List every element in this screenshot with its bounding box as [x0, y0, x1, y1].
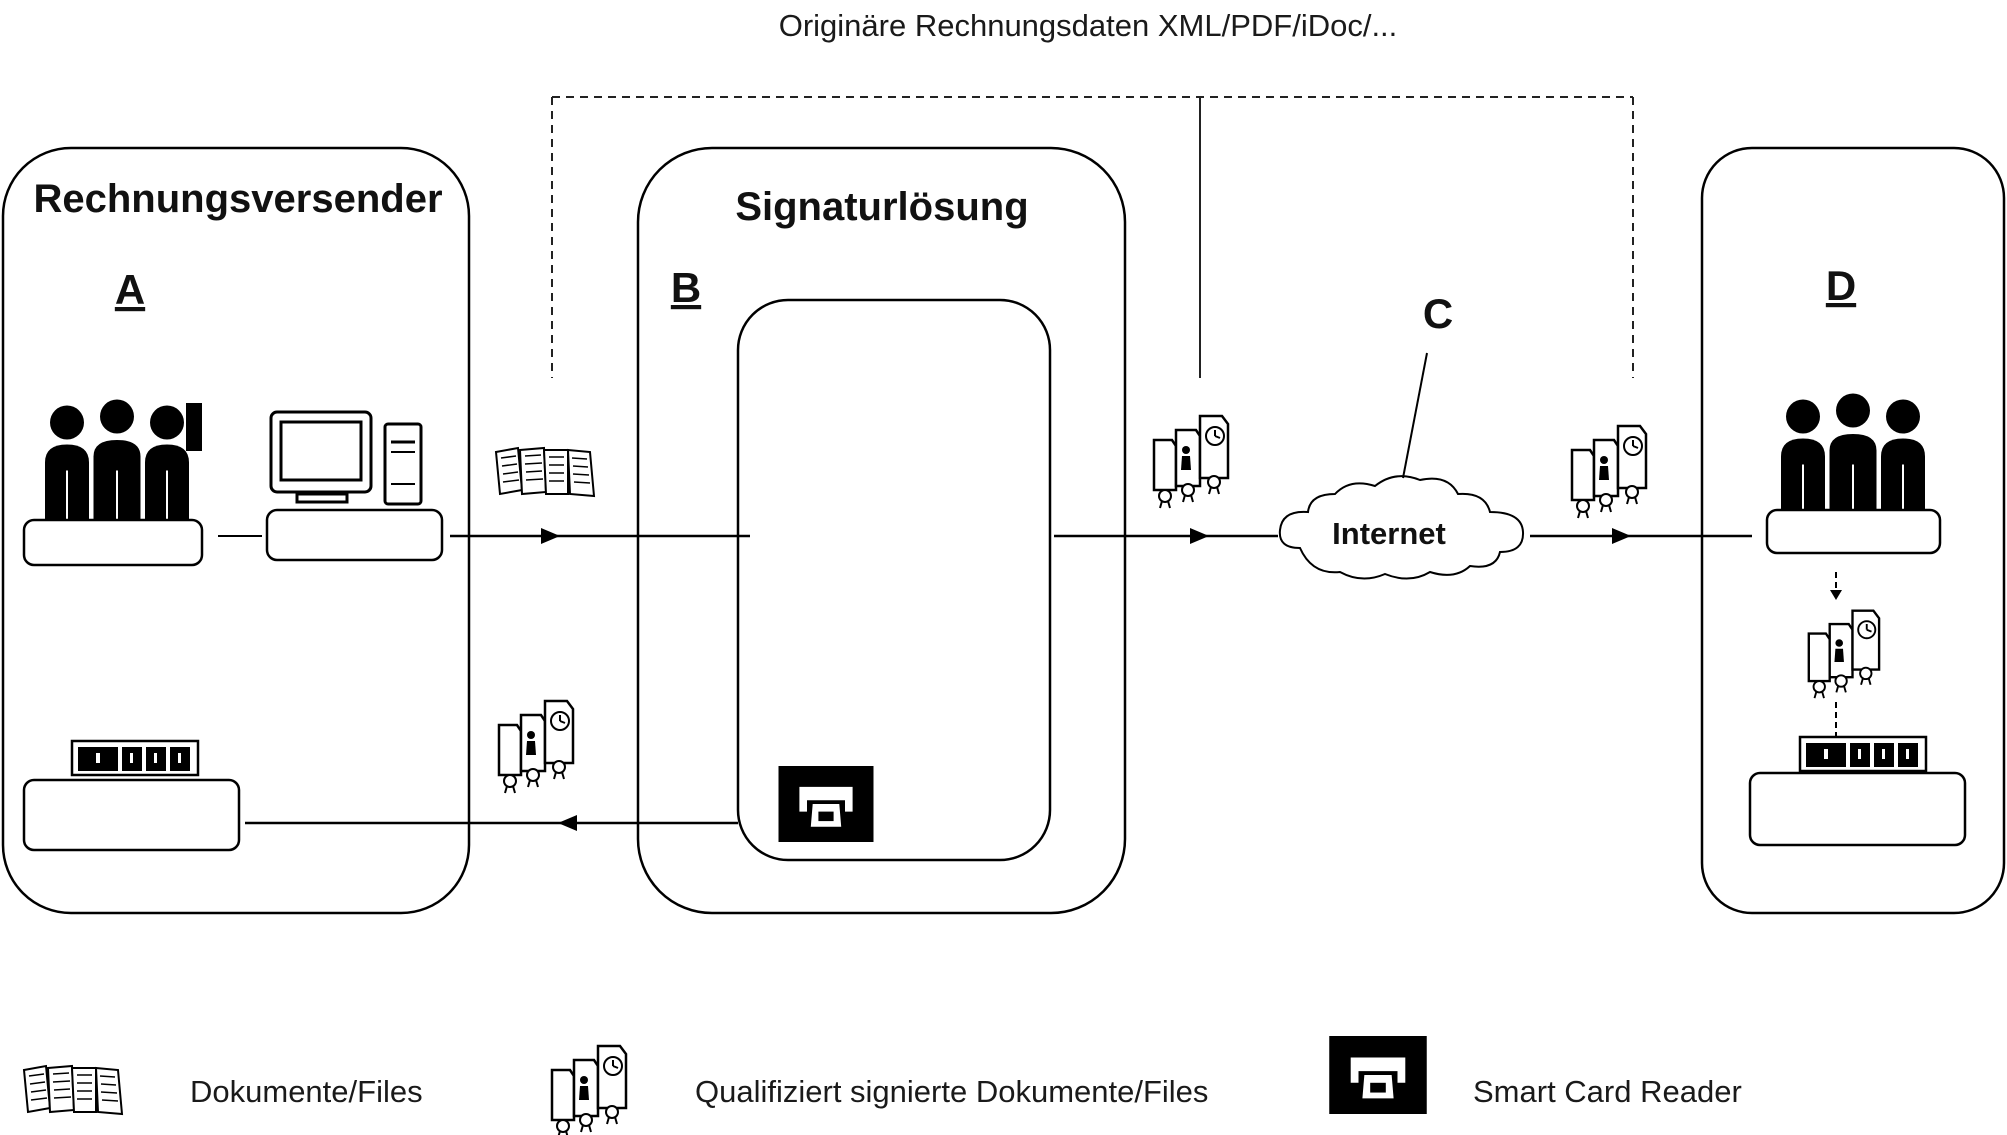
recipient-people-icon — [1781, 394, 1925, 515]
top-label: Originäre Rechnungsdaten XML/PDF/iDoc/..… — [779, 8, 1398, 43]
legend: Dokumente/Files Qualifiziert signierte D… — [24, 1036, 1742, 1135]
signed-documents-icon-2 — [1572, 426, 1646, 518]
recipient-archive-platform — [1750, 773, 1965, 845]
network-letter: C — [1423, 290, 1453, 337]
sender-letter: A — [115, 266, 145, 313]
sender-title: Rechnungsversender — [33, 177, 442, 221]
sender-people-platform — [24, 520, 202, 565]
file-archive-icon — [72, 741, 198, 775]
arrow-a-to-b-icon — [541, 528, 560, 544]
legend-documents-label: Dokumente/Files — [190, 1074, 423, 1109]
signature-title: Signaturlösung — [735, 185, 1028, 229]
computer-icon — [271, 412, 421, 504]
recipient-letter: D — [1826, 262, 1856, 309]
signature-letter: B — [671, 264, 701, 311]
c-pointer-line — [1403, 353, 1427, 478]
recipient-file-archive-icon — [1800, 737, 1926, 771]
returned-signed-documents-icon — [499, 701, 573, 793]
internet-label: Internet — [1332, 516, 1446, 551]
group-of-people-icon — [45, 400, 189, 521]
legend-signed-documents-icon — [552, 1046, 626, 1135]
legend-smart-card-reader-label: Smart Card Reader — [1473, 1074, 1742, 1109]
legend-signed-documents-label: Qualifiziert signierte Dokumente/Files — [695, 1074, 1208, 1109]
arrow-b-to-internet-icon — [1190, 528, 1209, 544]
legend-smart-card-reader-icon — [1329, 1036, 1427, 1114]
legend-documents-icon — [24, 1066, 122, 1114]
arrow-b-to-a-icon — [558, 815, 577, 831]
documents-icon — [496, 448, 594, 496]
arrow-internet-to-d-icon — [1612, 528, 1631, 544]
smart-card-reader-icon — [779, 766, 874, 842]
recipient-people-platform — [1767, 510, 1940, 553]
signed-documents-icon — [1154, 416, 1228, 508]
sender-archive-platform — [24, 780, 239, 850]
sender-computer-platform — [267, 510, 442, 560]
pen-icon — [186, 403, 202, 451]
